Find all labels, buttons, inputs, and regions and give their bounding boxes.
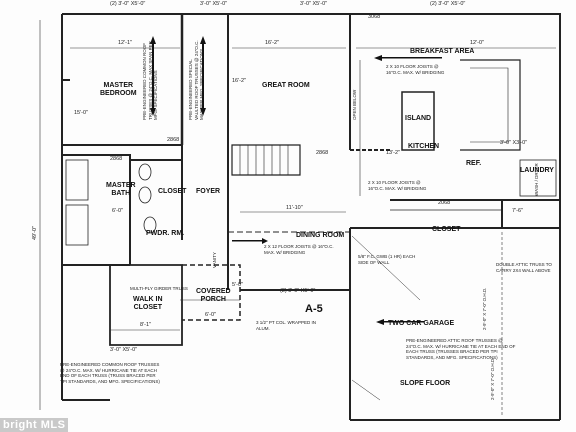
note-floor-joists-kitchen: 2 X 10 FLOOR JOISTS @ 16"O.C. MAX. W/ BR…	[368, 180, 427, 191]
dim-bath-width: 6'-0"	[112, 208, 123, 214]
dim-top-3: 3'-0" X5'-0"	[300, 1, 328, 7]
note-garage-door-1: 2-9'-0" X 7'-0" O.H.D.	[482, 287, 487, 330]
dim-porch-height: 5'-0"	[232, 282, 243, 288]
room-two-car-garage: TWO CAR GARAGE	[388, 320, 455, 327]
door-2868-b: 2868	[110, 156, 123, 162]
note-column: 3 1/2" PT COL. WRAPPED IN ALUM.	[256, 320, 317, 331]
note-floor-joists-dining: 2 X 12 FLOOR JOISTS @ 16"O.C. MAX. W/ BR…	[264, 244, 334, 255]
note-multi-ply-girder: MULTI-PLY GIRDER TRUSS	[130, 286, 188, 291]
watermark: bright MLS	[0, 418, 69, 432]
room-kitchen: KITCHEN	[408, 143, 440, 150]
dim-porch-width: 6'-0"	[205, 312, 216, 318]
dim-top-1: (2) 3'-0" X5'-0"	[110, 1, 146, 7]
note-truss-master-bedroom: PRE-ENGINEERED COMMON ROOF TRUSSES @ 24"…	[142, 41, 158, 120]
dim-mb-width: 12'-1"	[118, 40, 133, 46]
dim-right-window: 3'-0" X3'-0"	[500, 140, 528, 146]
room-laundry: LAUNDRY	[520, 167, 554, 174]
room-master-bedroom: MASTER BEDROOM	[100, 82, 137, 97]
note-wash-dryer: WASH / DRYER	[534, 163, 539, 196]
dim-wic-width: 8'-1"	[140, 322, 151, 328]
note-garage-wall: 5/8" F.C. GWB (1 HR) EACH SIDE OF WALL	[358, 254, 416, 265]
room-master-bath: MASTER BATH	[106, 182, 136, 197]
dim-mb-height: 15'-0"	[74, 110, 89, 116]
note-truss-great-room: PRE-ENGINEERED SPECIAL VAULTED ROOF TRUS…	[188, 40, 204, 120]
dim-side-left: 49'-0"	[32, 225, 38, 240]
note-roof-truss-left: PRE-ENGINEERED COMMON ROOF TRUSSES @ 24"…	[60, 362, 160, 384]
appliance-ref: REF.	[466, 160, 482, 167]
dim-bottom-window: 3'-0" X5'-0"	[110, 347, 138, 353]
dim-foyer-width: 11'-10"	[286, 205, 303, 211]
dim-gr-height: 16'-2"	[232, 78, 247, 84]
room-island: ISLAND	[405, 115, 432, 122]
sheet-id: A-5	[305, 303, 323, 315]
door-2868-c: 2868	[316, 150, 329, 156]
room-great-room: GREAT ROOM	[262, 82, 310, 89]
room-closet-kitchen: CLOSET	[432, 226, 461, 233]
room-walk-in-closet: WALK IN CLOSET	[133, 296, 163, 311]
dim-kitchen-height: 13'-2"	[386, 150, 401, 156]
room-covered-porch: COVERED PORCH	[196, 288, 231, 303]
room-powder-room: PWDR. RM.	[146, 230, 185, 237]
note-double-attic-truss: DOUBLE ATTIC TRUSS TO CARRY 2X4 WALL ABO…	[496, 262, 552, 273]
door-3068: 3068	[368, 14, 381, 20]
room-closet-small: CLOSET	[158, 188, 187, 195]
note-floor-joists-breakfast: 2 X 10 FLOOR JOISTS @ 16"O.C. MAX. W/ BR…	[386, 64, 445, 75]
door-2068: 2068	[438, 200, 451, 206]
dim-lower-window: (2) 3'-0" X5'-0"	[280, 288, 316, 294]
note-garage-door-2: 2-9'-0" X 7'-0" O.H.D.	[490, 357, 495, 400]
dim-breakfast-width: 12'-0"	[470, 40, 485, 46]
room-foyer: FOYER	[196, 188, 221, 195]
dim-top-4: (2) 3'-0" X5'-0"	[430, 1, 466, 7]
dim-gr-width: 16'-2"	[265, 40, 280, 46]
room-dining-room: DINING ROOM	[296, 232, 345, 239]
room-slope-floor: SLOPE FLOOR	[400, 380, 451, 387]
note-open-below: OPEN BELOW	[352, 89, 357, 120]
room-breakfast-area: BREAKFAST AREA	[410, 48, 475, 55]
note-vanity: VANITY	[212, 252, 217, 268]
door-2868-a: 2868	[167, 137, 180, 143]
note-roof-truss-garage: PRE-ENGINEERED ATTIC ROOF TRUSSES @ 24"O…	[406, 338, 516, 360]
dim-top-2: 3'-0" X5'-0"	[200, 1, 228, 7]
dim-laundry-width: 7'-6"	[512, 208, 523, 214]
